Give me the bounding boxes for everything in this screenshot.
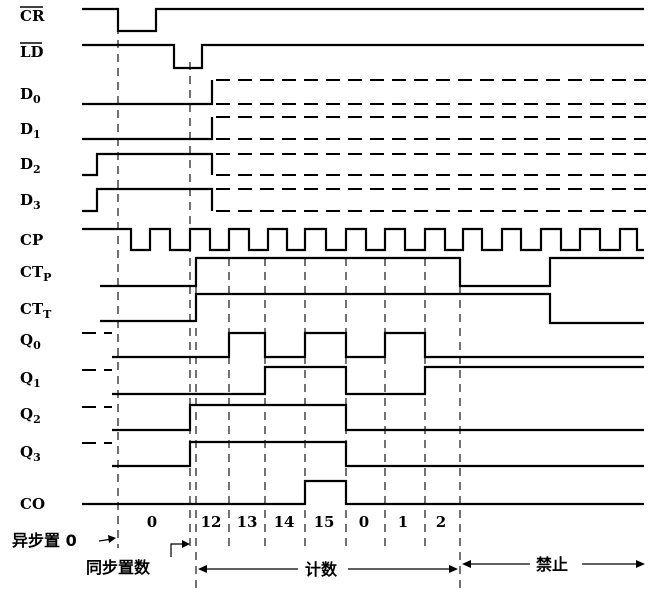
count-label: 2 xyxy=(436,513,446,531)
wave-d-dontcare xyxy=(216,79,646,212)
count-label: 1 xyxy=(398,513,408,531)
wave-d2 xyxy=(82,152,214,177)
count-span-arrowhead-right xyxy=(449,565,458,573)
sync-load-arrow xyxy=(170,543,185,557)
wave-d3 xyxy=(82,187,214,213)
label-ctt: CTT xyxy=(20,300,52,321)
wave-co xyxy=(82,479,644,506)
wave-ctt xyxy=(100,292,644,325)
count-label: 0 xyxy=(359,513,369,531)
wave-ctp xyxy=(100,256,644,288)
sync-load-arrowhead xyxy=(182,540,190,548)
count-labels: 0 12 13 14 15 0 1 2 xyxy=(147,513,446,531)
label-d2: D2 xyxy=(20,155,41,176)
wave-q1 xyxy=(82,365,644,396)
signal-labels: CR LD D0 D1 D2 D3 CP CTP CTT Q0 Q1 Q2 Q3… xyxy=(20,6,52,513)
label-ld: LD xyxy=(20,43,44,61)
waveforms xyxy=(82,7,646,506)
label-q3: Q3 xyxy=(20,443,41,464)
label-q0: Q0 xyxy=(20,331,41,352)
phase-annotations: 异步置 0 同步置数 计数 禁止 xyxy=(12,531,645,579)
label-q2: Q2 xyxy=(20,405,41,426)
count-span-arrowhead-left xyxy=(198,565,207,573)
label-co: CO xyxy=(20,495,45,513)
count-label: 13 xyxy=(237,513,258,531)
wave-q2 xyxy=(82,403,644,432)
phase-disabled: 禁止 xyxy=(536,555,568,574)
wave-d0 xyxy=(82,80,214,106)
count-label: 14 xyxy=(274,513,295,531)
phase-sync-load: 同步置数 xyxy=(86,558,151,577)
count-label: 12 xyxy=(201,513,222,531)
label-d1: D1 xyxy=(20,120,41,141)
count-label: 0 xyxy=(147,513,157,531)
label-q1: Q1 xyxy=(20,369,41,390)
disable-span-arrowhead-left xyxy=(462,560,471,568)
wave-d1 xyxy=(82,117,214,141)
guide-lines xyxy=(117,12,461,590)
phase-counting: 计数 xyxy=(305,560,338,579)
phase-async-reset: 异步置 0 xyxy=(12,531,77,550)
wave-q3 xyxy=(82,440,644,468)
label-d0: D0 xyxy=(20,85,41,106)
async-reset-arrowhead xyxy=(108,535,116,543)
disable-span-arrowhead-right xyxy=(636,560,645,568)
wave-cr xyxy=(82,7,644,33)
wave-ld xyxy=(82,43,644,70)
count-label: 15 xyxy=(314,513,335,531)
wave-q0 xyxy=(82,331,644,359)
label-ctp: CTP xyxy=(20,263,51,284)
label-cp: CP xyxy=(20,231,43,249)
label-d3: D3 xyxy=(20,191,41,212)
wave-cp xyxy=(82,227,644,252)
label-cr: CR xyxy=(20,7,45,25)
